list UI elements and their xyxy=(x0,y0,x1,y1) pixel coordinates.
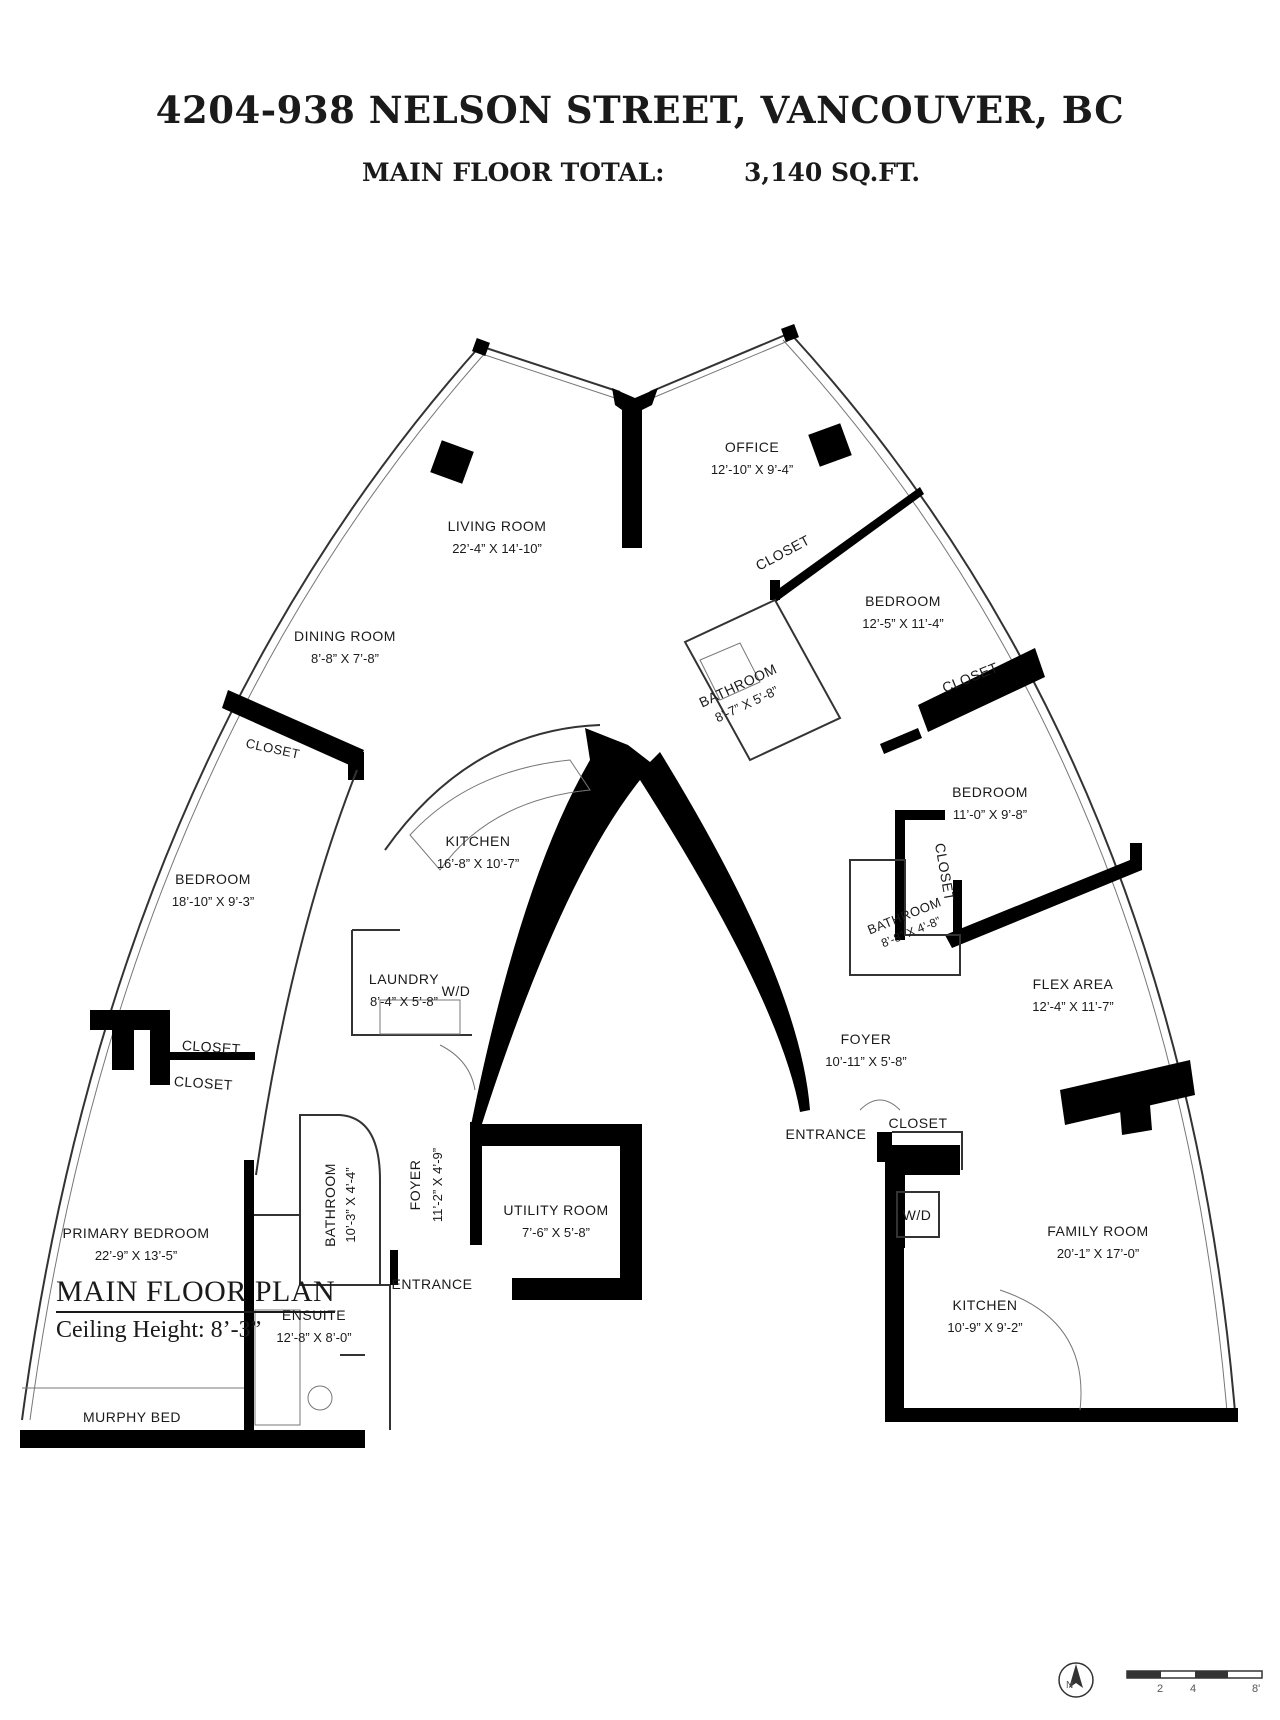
utility-room-dims: 7’-6” X 5’-8” xyxy=(522,1225,590,1240)
bedroom-ne-name: BEDROOM xyxy=(865,593,941,609)
murphy-bed-label: MURPHY BED xyxy=(83,1409,181,1425)
kitchen-e-dims: 10’-9” X 9’-2” xyxy=(947,1320,1022,1335)
interior-walls xyxy=(90,487,1195,1430)
office-name: OFFICE xyxy=(725,439,779,455)
floor-total-label: MAIN FLOOR TOTAL: xyxy=(362,158,665,187)
flex-area-name: FLEX AREA xyxy=(1033,976,1114,992)
plan-title: MAIN FLOOR PLAN xyxy=(56,1275,336,1313)
family-room-dims: 20’-1” X 17’-0” xyxy=(1057,1246,1139,1261)
flex-area-dims: 12’-4” X 11’-7” xyxy=(1032,999,1113,1014)
foyer-w-dims: 11’-2” X 4’-9” xyxy=(430,1148,445,1222)
living-room-name: LIVING ROOM xyxy=(448,518,547,534)
room-labels: OFFICE 12’-10” X 9’-4” LIVING ROOM 22’-4… xyxy=(62,439,1148,1345)
kitchen-main-name: KITCHEN xyxy=(446,833,511,849)
closet-w-2-label: CLOSET xyxy=(173,1073,233,1093)
foyer-e-dims: 10’-11” X 5’-8” xyxy=(825,1054,906,1069)
scale-tick-2: 4 xyxy=(1190,1683,1196,1695)
north-letter: N xyxy=(1066,1680,1073,1691)
foyer-w-name: FOYER xyxy=(407,1160,423,1211)
bathroom-w-name: BATHROOM xyxy=(322,1163,338,1247)
office-dims: 12’-10” X 9’-4” xyxy=(711,462,793,477)
plan-address-title: 4204-938 NELSON STREET, VANCOUVER, BC xyxy=(155,88,1125,132)
closet-foyer-e-label: CLOSET xyxy=(888,1115,947,1131)
bathroom-w-dims: 10’-3” X 4’-4” xyxy=(343,1167,358,1242)
bedroom-e-dims: 11’-0” X 9’-8” xyxy=(953,807,1027,822)
kitchen-main-dims: 16’-8” X 10’-7” xyxy=(437,856,519,871)
living-room-dims: 22’-4” X 14’-10” xyxy=(452,541,542,556)
dining-room-name: DINING ROOM xyxy=(294,628,396,644)
kitchen-e-name: KITCHEN xyxy=(953,1297,1018,1313)
fixtures xyxy=(22,642,1082,1426)
entrance-e-label: ENTRANCE xyxy=(785,1126,866,1142)
primary-bedroom-name: PRIMARY BEDROOM xyxy=(62,1225,209,1241)
north-compass: N xyxy=(1058,1662,1094,1698)
bedroom-w-name: BEDROOM xyxy=(175,871,251,887)
bedroom-e-name: BEDROOM xyxy=(952,784,1028,800)
entrance-w-label: ENTRANCE xyxy=(391,1276,472,1292)
scale-tick-3: 8' xyxy=(1252,1683,1260,1695)
dining-room-dims: 8’-8” X 7’-8” xyxy=(311,651,379,666)
closet-office-label: CLOSET xyxy=(753,532,813,574)
ceiling-height: Ceiling Height: 8’-3” xyxy=(56,1317,262,1343)
wd-east-label: W/D xyxy=(903,1207,932,1223)
closet-e-label: CLOSET xyxy=(932,842,958,903)
closet-w-1-label: CLOSET xyxy=(181,1037,241,1057)
primary-bedroom-dims: 22’-9” X 13’-5” xyxy=(95,1248,177,1263)
exterior-walls xyxy=(20,324,1238,1448)
ensuite-dims: 12’-8” X 8’-0” xyxy=(276,1330,351,1345)
bedroom-ne-dims: 12’-5” X 11’-4” xyxy=(862,616,943,631)
utility-room-name: UTILITY ROOM xyxy=(503,1202,608,1218)
wd-laundry-label: W/D xyxy=(442,983,471,999)
bedroom-w-dims: 18’-10” X 9’-3” xyxy=(172,894,254,909)
scale-tick-1: 2 xyxy=(1157,1683,1163,1695)
laundry-dims: 8’-4” X 5’-8” xyxy=(370,994,438,1009)
foyer-e-name: FOYER xyxy=(841,1031,892,1047)
laundry-name: LAUNDRY xyxy=(369,971,439,987)
scale-bar: 2 4 8' xyxy=(1126,1670,1263,1695)
family-room-name: FAMILY ROOM xyxy=(1047,1223,1148,1239)
plan-caption: MAIN FLOOR PLAN Ceiling Height: 8’-3” xyxy=(56,1275,336,1344)
floor-total-value: 3,140 SQ.FT. xyxy=(744,158,921,187)
